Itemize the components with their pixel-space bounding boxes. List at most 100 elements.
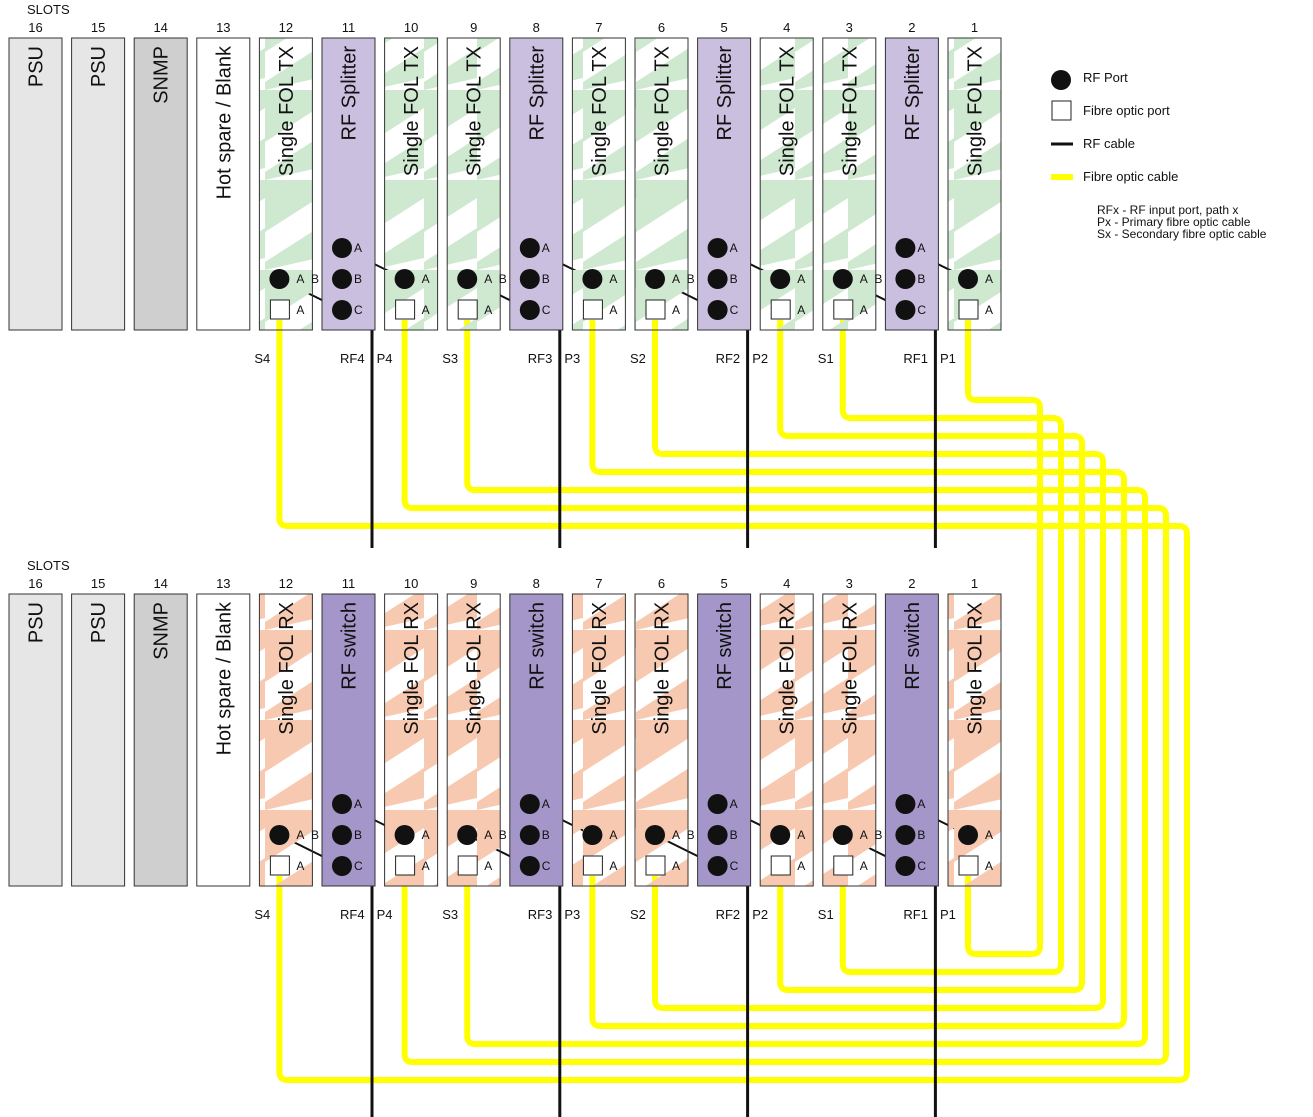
port-label: B bbox=[354, 272, 362, 286]
fibre-port bbox=[958, 299, 979, 320]
cable-label-P3: P3 bbox=[564, 351, 580, 366]
slot-14-label: SNMP bbox=[151, 602, 173, 660]
rf-port bbox=[519, 269, 540, 289]
fibre-port bbox=[833, 855, 854, 876]
slot-number: 2 bbox=[908, 20, 915, 35]
port-label: A bbox=[860, 859, 868, 873]
slot-number: 6 bbox=[658, 20, 665, 35]
port-label: A bbox=[609, 828, 617, 842]
port-label: A bbox=[542, 241, 550, 255]
port-label: A bbox=[860, 828, 868, 842]
rf-port bbox=[958, 269, 978, 289]
slot-number: 10 bbox=[404, 20, 418, 35]
rf-port bbox=[269, 269, 290, 289]
rf-port bbox=[645, 269, 665, 289]
port-label: B bbox=[311, 828, 319, 842]
rf-port bbox=[457, 825, 478, 845]
rf-port bbox=[332, 238, 352, 258]
port-label: B bbox=[687, 272, 695, 286]
slot-11-label: RF switch bbox=[339, 602, 361, 690]
rf-port bbox=[895, 300, 916, 320]
port-label: B bbox=[499, 272, 507, 286]
slot-number: 13 bbox=[216, 576, 230, 591]
rf-port bbox=[332, 794, 352, 814]
fibre-port bbox=[645, 299, 666, 320]
slot-11-label: RF Splitter bbox=[339, 46, 361, 141]
slot-9-card bbox=[446, 593, 501, 887]
port-label: C bbox=[542, 303, 551, 317]
rf-port bbox=[519, 794, 540, 814]
port-label: A bbox=[609, 272, 617, 286]
slot-15-label: PSU bbox=[88, 602, 110, 643]
port-label: C bbox=[917, 303, 926, 317]
slot-5: 5RF Splitter bbox=[697, 20, 752, 331]
slot-13-card bbox=[196, 593, 251, 887]
rf-port bbox=[519, 238, 540, 258]
legend-note: Sx - Secondary fibre optic cable bbox=[1097, 227, 1267, 241]
fibre-port bbox=[395, 299, 416, 320]
rf-port bbox=[519, 856, 540, 876]
cable-label-S4: S4 bbox=[254, 351, 270, 366]
fibre-optic-cable bbox=[401, 320, 1169, 1065]
rf-port bbox=[332, 269, 352, 289]
fibre-optic-cable bbox=[777, 320, 1085, 993]
fibre-optic-cable bbox=[276, 320, 1190, 1083]
port-label: A bbox=[296, 828, 304, 842]
port-label: A bbox=[672, 303, 680, 317]
port-label: B bbox=[354, 828, 362, 842]
rf-port bbox=[582, 825, 603, 845]
rf-port-icon bbox=[1051, 70, 1071, 90]
port-label: A bbox=[797, 303, 805, 317]
rf-port bbox=[770, 269, 791, 289]
fibre-port bbox=[958, 855, 979, 876]
slot-number: 8 bbox=[533, 20, 540, 35]
cable-label-RF1: RF1 bbox=[903, 351, 928, 366]
slot-number: 1 bbox=[971, 20, 978, 35]
port-label: A bbox=[296, 859, 304, 873]
slot-5-label: RF switch bbox=[714, 602, 736, 690]
port-label: A bbox=[296, 303, 304, 317]
port-label: A bbox=[730, 797, 738, 811]
port-label: A bbox=[422, 303, 430, 317]
port-label: A bbox=[797, 828, 805, 842]
port-label: A bbox=[797, 272, 805, 286]
fibre-port bbox=[457, 299, 478, 320]
port-label: B bbox=[874, 828, 882, 842]
port-label: A bbox=[672, 828, 680, 842]
slot-13-card bbox=[196, 37, 251, 331]
cable-label-S1: S1 bbox=[818, 907, 834, 922]
port-label: A bbox=[985, 303, 993, 317]
slot-number: 5 bbox=[720, 576, 727, 591]
cable-label-RF4: RF4 bbox=[340, 351, 365, 366]
rf-port bbox=[895, 794, 916, 814]
slot-number: 8 bbox=[533, 576, 540, 591]
rf-port bbox=[770, 825, 791, 845]
port-label: B bbox=[499, 828, 507, 842]
slot-2: 2RF switch bbox=[884, 576, 939, 887]
port-label: C bbox=[730, 303, 739, 317]
rf-port bbox=[332, 825, 352, 845]
rf-port bbox=[394, 269, 415, 289]
slot-number: 11 bbox=[342, 20, 356, 35]
fibre-optic-cable bbox=[464, 320, 1148, 1047]
slot-16-label: PSU bbox=[26, 602, 48, 643]
slot-7-label: Single FOL RX bbox=[589, 602, 611, 735]
slot-16-card bbox=[8, 593, 63, 887]
fibre-port bbox=[582, 299, 603, 320]
fibre-optic-cable bbox=[965, 320, 1043, 957]
fibre-port bbox=[770, 299, 791, 320]
fibre-optic-cable bbox=[589, 320, 1127, 1029]
slot-14-label: SNMP bbox=[151, 46, 173, 104]
port-label: A bbox=[296, 272, 304, 286]
slot-number: 12 bbox=[279, 20, 293, 35]
port-label: A bbox=[354, 241, 362, 255]
rf-port bbox=[832, 269, 853, 289]
rf-port bbox=[707, 794, 728, 814]
slot-number: 16 bbox=[28, 20, 42, 35]
